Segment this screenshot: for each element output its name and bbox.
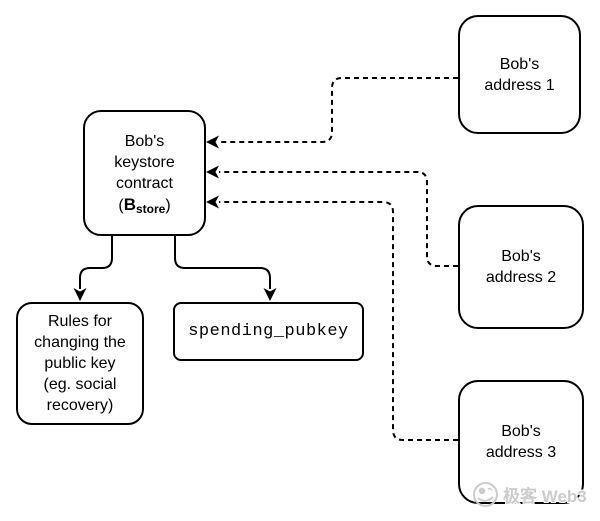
spending-pubkey-node: spending_pubkey (173, 302, 364, 361)
address1-node: Bob's address 1 (458, 15, 581, 134)
rules-label: Rules for changing the public key (eg. s… (34, 313, 126, 414)
keystore-contract-text: Bob's keystore contract (114, 132, 175, 192)
address1-label: Bob's address 1 (484, 55, 555, 94)
address2-node: Bob's address 2 (458, 205, 584, 329)
keystore-contract-label: Bob's keystore contract (Bstore) (114, 131, 174, 216)
dashed-arrow-address1-to-keystore (206, 77, 458, 149)
paren-close: ) (165, 196, 171, 214)
watermark: 极客 Web3 (472, 481, 587, 508)
keystore-symbol-line: (Bstore) (114, 194, 174, 216)
paren-open: ( (118, 196, 124, 214)
dashed-arrow-address2-to-keystore (206, 165, 458, 267)
rules-node: Rules for changing the public key (eg. s… (16, 302, 144, 425)
watermark-text: 极客 Web3 (503, 487, 587, 506)
address2-label: Bob's address 2 (485, 248, 557, 286)
solid-arrow-keystore-to-rules (73, 236, 113, 301)
dashed-arrow-address3-to-keystore (206, 195, 458, 441)
keystore-symbol-subscript: store (135, 201, 166, 216)
address3-label: Bob's address 3 (485, 423, 557, 461)
solid-arrow-keystore-to-spending (174, 236, 277, 301)
globe-cat-logo-icon (473, 482, 498, 507)
address3-node: Bob's address 3 (458, 380, 584, 504)
keystore-contract-node: Bob's keystore contract (Bstore) (83, 110, 206, 236)
spending-pubkey-label: spending_pubkey (188, 322, 349, 341)
keystore-symbol: B (123, 194, 136, 214)
